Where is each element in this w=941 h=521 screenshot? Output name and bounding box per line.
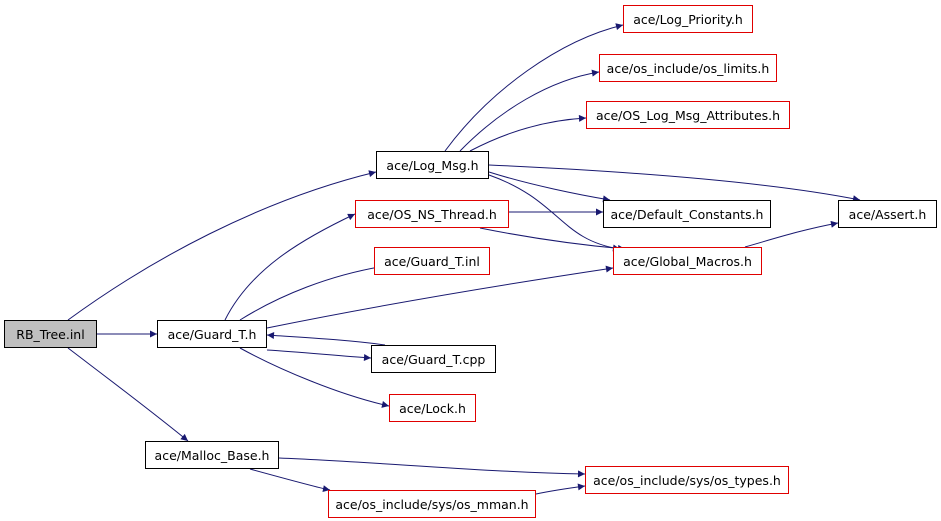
edge-log_msg-to-log_priority	[444, 23, 624, 152]
edge-guard_t_cpp-to-guard_t_h	[266, 331, 386, 346]
edge-guard_t_h-to-lock	[239, 347, 390, 408]
edge-log_msg-to-os_log_msg_attr	[469, 114, 587, 152]
edge-log_msg-to-default_constants	[488, 171, 611, 203]
edge-guard_t_h-to-global_macros	[266, 265, 614, 329]
edge-guard_t_h-to-guard_t_inl	[239, 263, 386, 321]
node-os-mman-h[interactable]: ace/os_include/sys/os_mman.h	[328, 490, 536, 518]
edge-rb_tree-to-log_msg	[67, 170, 377, 321]
node-os-types-h[interactable]: ace/os_include/sys/os_types.h	[585, 466, 789, 494]
edge-malloc_base-to-os_mman	[249, 468, 331, 493]
node-guard-t-inl[interactable]: ace/Guard_T.inl	[374, 247, 490, 275]
node-log-priority-h[interactable]: ace/Log_Priority.h	[623, 5, 753, 33]
node-assert-h[interactable]: ace/Assert.h	[838, 200, 937, 228]
node-global-macros-h[interactable]: ace/Global_Macros.h	[613, 247, 762, 275]
edge-guard_t_h-to-os_ns_thread	[224, 213, 356, 321]
node-rb-tree-inl: RB_Tree.inl	[4, 320, 97, 348]
node-os-ns-thread-h[interactable]: ace/OS_NS_Thread.h	[355, 200, 509, 228]
node-guard-t-h[interactable]: ace/Guard_T.h	[157, 320, 267, 348]
edge-log_msg-to-assert	[488, 164, 861, 203]
node-os-log-msg-attributes-h[interactable]: ace/OS_Log_Msg_Attributes.h	[586, 101, 790, 129]
edge-os_ns_thread-to-global_macros	[479, 227, 626, 252]
edge-log_msg-to-os_limits	[459, 69, 600, 152]
edge-log_msg-to-global_macros	[488, 174, 621, 252]
node-lock-h[interactable]: ace/Lock.h	[389, 394, 476, 422]
node-malloc-base-h[interactable]: ace/Malloc_Base.h	[145, 441, 279, 469]
node-default-constants-h[interactable]: ace/Default_Constants.h	[603, 200, 771, 228]
node-os-limits-h[interactable]: ace/os_include/os_limits.h	[599, 54, 777, 82]
edge-global_macros-to-assert	[744, 220, 839, 248]
edge-guard_t_h-to-guard_t_cpp	[266, 349, 372, 362]
edge-rb_tree-to-malloc_base	[67, 347, 189, 442]
node-guard-t-cpp[interactable]: ace/Guard_T.cpp	[371, 345, 496, 373]
edge-malloc_base-to-os_types	[278, 457, 586, 478]
node-log-msg-h[interactable]: ace/Log_Msg.h	[376, 151, 489, 179]
edge-os_mman-to-os_types	[535, 483, 586, 495]
